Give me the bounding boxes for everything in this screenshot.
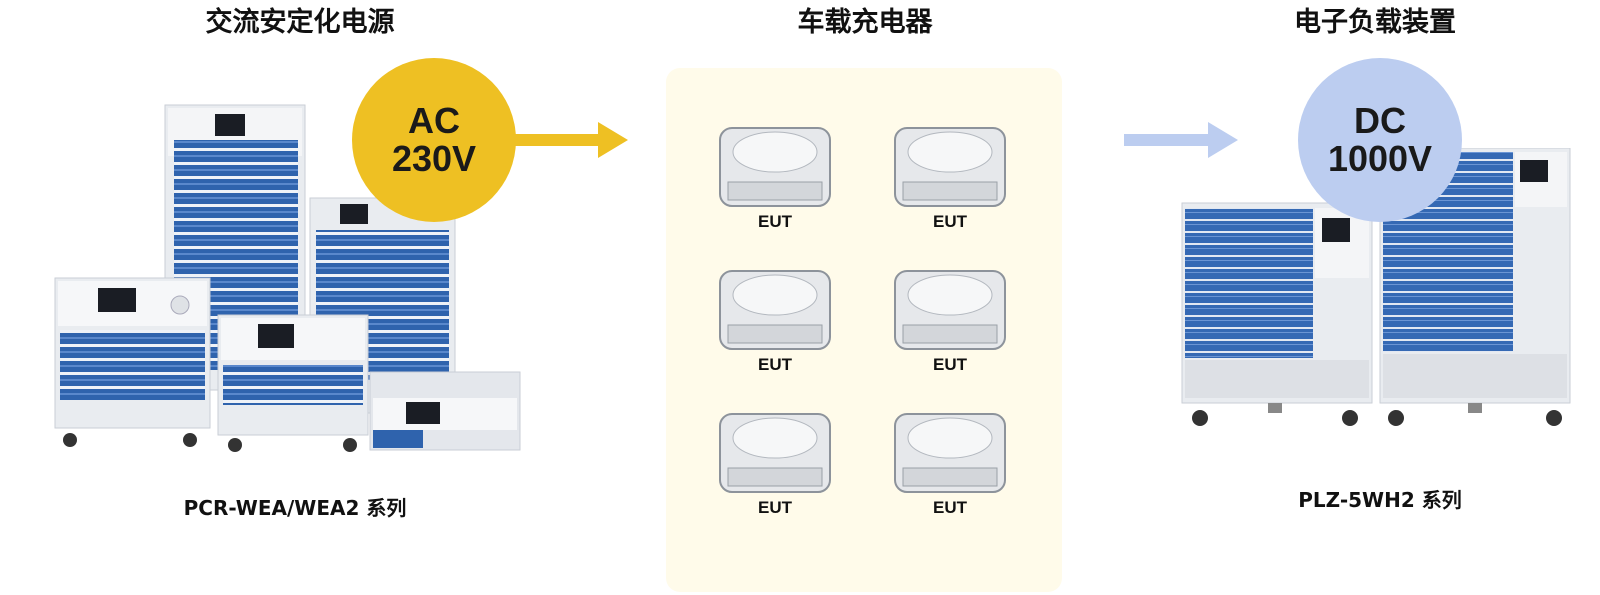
charger-device-icon <box>719 270 831 350</box>
eut-item: EUT <box>710 265 840 377</box>
electronic-load-illustration <box>1181 148 1571 426</box>
eut-item: EUT <box>885 265 1015 377</box>
charger-device-icon <box>719 127 831 207</box>
dc-arrow-icon <box>1124 122 1238 158</box>
dc-badge-line1: DC <box>1354 100 1406 141</box>
eut-item: EUT <box>710 122 840 234</box>
dc-badge-line2: 1000V <box>1327 138 1433 179</box>
eut-label: EUT <box>758 212 792 231</box>
dc-voltage-badge: DC 1000V <box>1298 58 1462 222</box>
left-series-label: PCR-WEA/WEA2 系列 <box>183 496 407 520</box>
eut-label: EUT <box>758 355 792 374</box>
eut-item: EUT <box>710 408 840 520</box>
charger-device-icon <box>894 413 1006 493</box>
eut-item: EUT <box>885 408 1015 520</box>
ac-voltage-badge: AC 230V <box>352 58 516 222</box>
charger-device-icon <box>894 127 1006 207</box>
ac-badge-line1: AC <box>408 100 460 141</box>
ac-arrow-icon <box>510 122 628 158</box>
charger-device-icon <box>894 270 1006 350</box>
right-series-label: PLZ-5WH2 系列 <box>1298 488 1462 512</box>
eut-label: EUT <box>933 498 967 517</box>
load-title: 电子负载装置 <box>1294 7 1456 38</box>
eut-label: EUT <box>933 212 967 231</box>
eut-item: EUT <box>885 122 1015 234</box>
charger-device-icon <box>719 413 831 493</box>
ac-source-title: 交流安定化电源 <box>205 7 395 38</box>
ac-badge-line2: 230V <box>391 138 477 179</box>
eut-label: EUT <box>933 355 967 374</box>
eut-label: EUT <box>758 498 792 517</box>
ac-power-supply-illustration <box>54 104 521 452</box>
charger-title: 车载充电器 <box>797 7 933 38</box>
